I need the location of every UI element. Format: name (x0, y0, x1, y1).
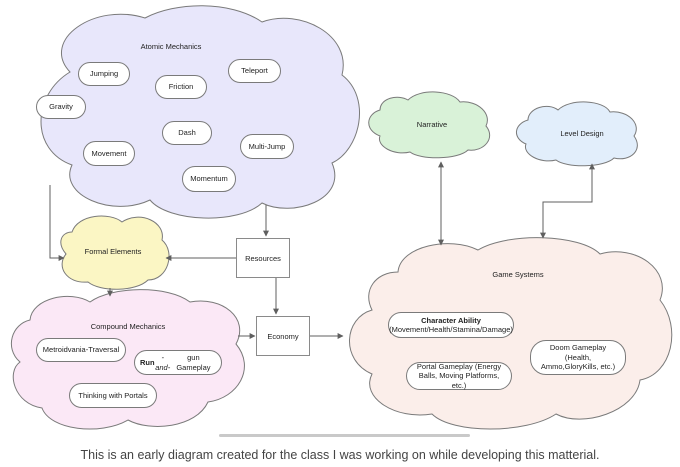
node-thinking-with-portals: Thinking with Portals (69, 383, 157, 408)
node-run-and-gun: Run-and-gun Gameplay (134, 350, 222, 375)
node-movement: Movement (83, 141, 135, 166)
formal-elements-label: Formal Elements (84, 247, 142, 256)
character-ability-detail: (Movement/Health/Stamina/Damage) (389, 325, 513, 334)
node-jumping: Jumping (78, 62, 130, 86)
node-multi-jump: Multi-Jump (240, 134, 294, 159)
narrative-label: Narrative (416, 120, 448, 129)
atomic-mechanics-label: Atomic Mechanics (140, 42, 202, 51)
node-momentum: Momentum (182, 166, 236, 192)
node-friction: Friction (155, 75, 207, 99)
run-gun-bold-text: Run (140, 357, 155, 367)
scroll-divider (219, 434, 470, 437)
resources-box: Resources (236, 238, 290, 278)
node-character-ability: Character Ability (Movement/Health/Stami… (388, 312, 514, 338)
connector-level-systems (540, 163, 595, 239)
run-gun-rest-text: gun Gameplay (176, 353, 211, 372)
node-teleport: Teleport (228, 59, 281, 83)
economy-box: Economy (256, 316, 310, 356)
game-systems-label: Game Systems (492, 270, 544, 279)
character-ability-title: Character Ability (421, 315, 481, 325)
level-design-label: Level Design (560, 129, 604, 138)
compound-mechanics-label: Compound Mechanics (90, 322, 166, 331)
node-doom-gameplay: Doom Gameplay (Health, Ammo,GloryKills, … (530, 340, 626, 375)
connector-atomic-to-formal (49, 185, 65, 261)
node-metroidvania-traversal: Metroidvania-Traversal (36, 338, 126, 362)
narrative-cloud (368, 91, 491, 159)
node-portal-gameplay: Portal Gameplay (Energy Balls, Moving Pl… (406, 362, 512, 390)
run-gun-italic-text: -and- (155, 353, 171, 372)
node-gravity: Gravity (36, 95, 86, 119)
figure-caption: This is an early diagram created for the… (80, 448, 600, 462)
formal-elements-cloud (60, 215, 170, 290)
level-design-cloud (516, 101, 638, 167)
node-dash: Dash (162, 121, 212, 145)
